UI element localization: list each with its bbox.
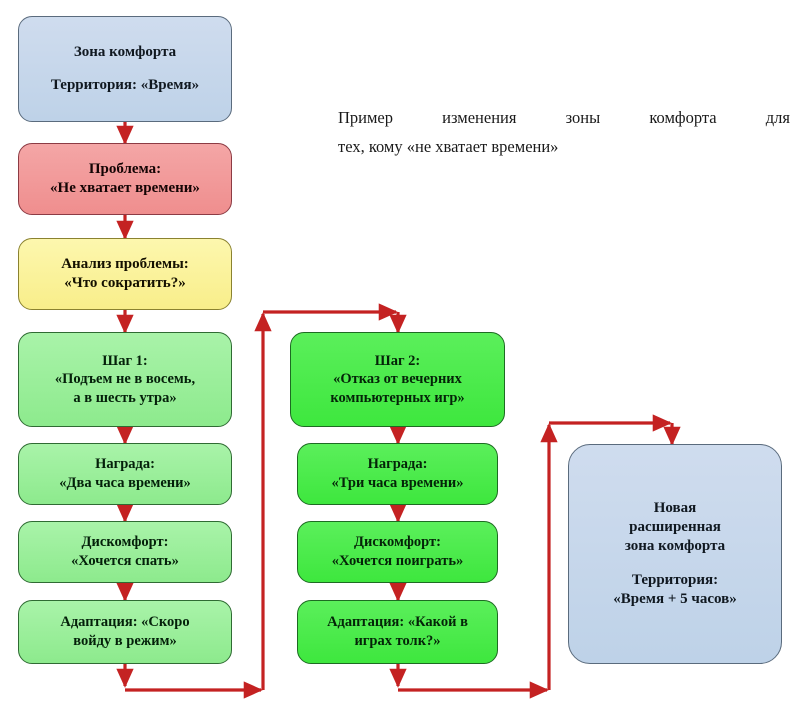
node-reward-2[interactable]: Награда: «Три часа времени» xyxy=(297,443,498,505)
node-analysis[interactable]: Анализ проблемы: «Что сократить?» xyxy=(18,238,232,310)
node-comfort-zone-line-1: Зона комфорта xyxy=(73,43,177,60)
node-comfort-zone[interactable]: Зона комфорта Территория: «Время» xyxy=(18,16,232,122)
node-problem-line-2: «Не хватает времени» xyxy=(50,180,200,196)
node-new-comfort-zone-line-2: расширенная xyxy=(629,519,721,536)
node-adaptation-2-line-1: Адаптация: «Какой в xyxy=(327,614,468,631)
node-step-2[interactable]: Шаг 2: «Отказ от вечерних компьютерных и… xyxy=(290,332,505,427)
node-adaptation-2[interactable]: Адаптация: «Какой в играх толк?» xyxy=(297,600,498,664)
node-step-1-line-1: Шаг 1: xyxy=(102,352,148,369)
node-reward-2-line-1: Награда: xyxy=(367,456,428,473)
node-discomfort-2-line-1: Дискомфорт: xyxy=(354,534,441,551)
node-step-1-line-2: «Подъем не в восемь, xyxy=(54,371,196,388)
node-reward-1-line-1: Награда: xyxy=(95,456,155,473)
node-reward-1[interactable]: Награда: «Два часа времени» xyxy=(18,443,232,505)
node-new-comfort-zone-line-3: зона комфорта xyxy=(624,538,726,555)
node-analysis-line-1: Анализ проблемы: xyxy=(61,255,189,272)
node-discomfort-2-line-2: «Хочется поиграть» xyxy=(331,553,464,569)
caption-line-1: Пример изменения зоны комфорта для xyxy=(338,108,790,127)
node-adaptation-1-line-1: Адаптация: «Скоро xyxy=(60,614,190,631)
node-step-1[interactable]: Шаг 1: «Подъем не в восемь, а в шесть ут… xyxy=(18,332,232,427)
node-reward-1-line-2: «Два часа времени» xyxy=(59,475,191,491)
caption-line-2: тех, кому «не хватает времени» xyxy=(338,136,559,156)
node-adaptation-1-line-2: войду в режим» xyxy=(73,633,177,649)
node-adaptation-2-line-2: играх толк?» xyxy=(354,633,441,649)
node-adaptation-1[interactable]: Адаптация: «Скоро войду в режим» xyxy=(18,600,232,664)
node-comfort-zone-line-2: Территория: «Время» xyxy=(50,77,200,93)
node-discomfort-2[interactable]: Дискомфорт: «Хочется поиграть» xyxy=(297,521,498,583)
node-analysis-line-2: «Что сократить?» xyxy=(64,275,186,291)
node-step-2-line-3: компьютерных игр» xyxy=(330,389,465,406)
node-new-comfort-zone[interactable]: Новая расширенная зона комфорта Территор… xyxy=(568,444,782,664)
diagram-caption: Пример изменения зоны комфорта для тех, … xyxy=(338,104,790,162)
node-step-1-line-3: а в шесть утра» xyxy=(73,389,177,406)
node-new-comfort-zone-line-4: Территория: xyxy=(631,571,719,588)
node-problem[interactable]: Проблема: «Не хватает времени» xyxy=(18,143,232,215)
node-reward-2-line-2: «Три часа времени» xyxy=(331,475,464,491)
node-new-comfort-zone-line-1: Новая xyxy=(653,500,697,517)
node-discomfort-1[interactable]: Дискомфорт: «Хочется спать» xyxy=(18,521,232,583)
node-step-2-line-1: Шаг 2: xyxy=(374,352,421,369)
node-step-2-line-2: «Отказ от вечерних xyxy=(333,371,462,388)
node-discomfort-1-line-2: «Хочется спать» xyxy=(71,553,179,569)
node-new-comfort-zone-line-5: «Время + 5 часов» xyxy=(613,590,737,607)
node-discomfort-1-line-1: Дискомфорт: xyxy=(81,534,169,551)
node-problem-line-1: Проблема: xyxy=(88,160,162,177)
